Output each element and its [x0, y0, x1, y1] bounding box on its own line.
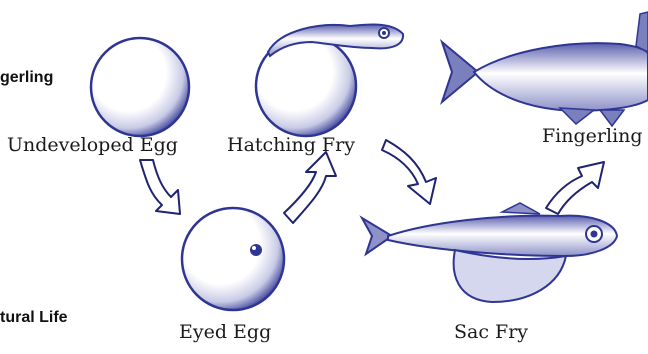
- stage-label-fingerling: Fingerling: [542, 125, 643, 147]
- stage-label-eyed-egg: Eyed Egg: [179, 321, 271, 343]
- stage-label-hatching-fry: Hatching Fry: [227, 134, 355, 156]
- fingerling-illustration: [442, 12, 648, 126]
- stage-label-undeveloped-egg: Undeveloped Egg: [7, 134, 178, 156]
- eyed-egg-illustration: [182, 208, 284, 310]
- arrow-hatching-fry-to-sac-fry: [382, 140, 436, 204]
- sac-fry-illustration: [362, 203, 617, 302]
- hatching-fry-illustration: [256, 24, 403, 136]
- arrow-sac-fry-to-fingerling: [546, 162, 604, 214]
- arrow-eyed-egg-to-hatching-fry: [284, 152, 336, 223]
- stage-label-sac-fry: Sac Fry: [454, 321, 528, 343]
- undeveloped-egg-illustration: [91, 38, 189, 136]
- arrow-egg-to-eyed-egg: [140, 160, 180, 214]
